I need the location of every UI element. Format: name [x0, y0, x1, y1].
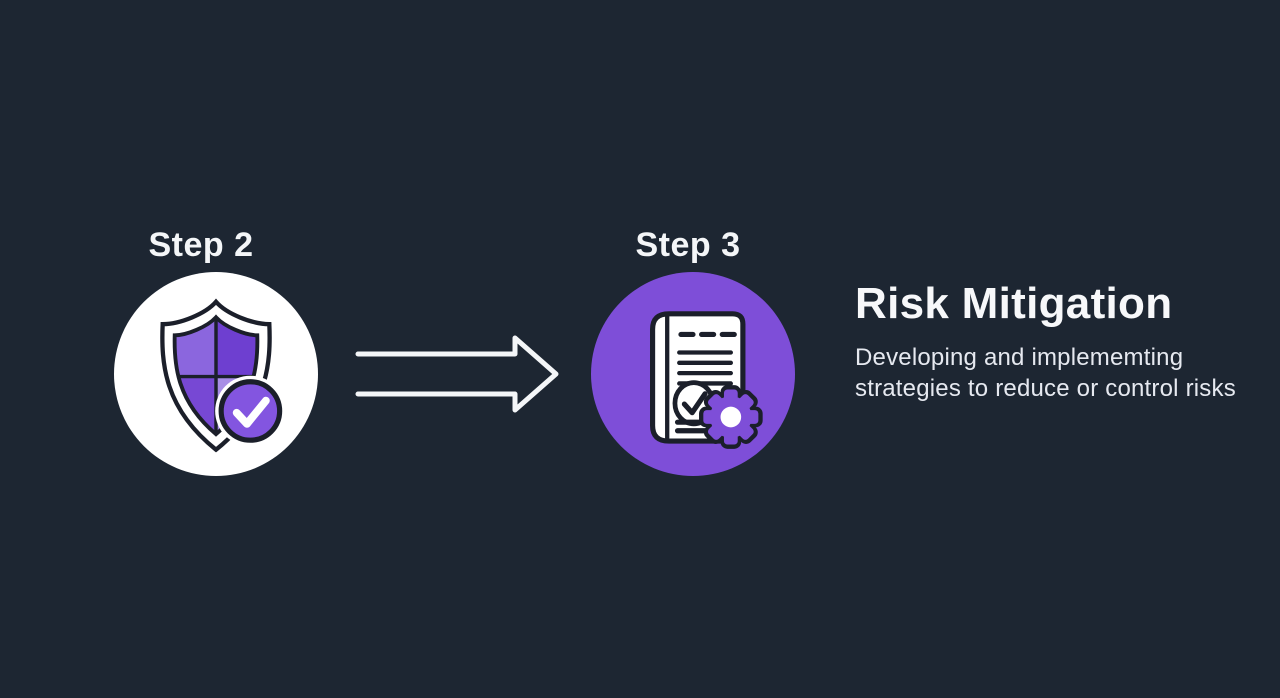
shield-check-icon [160, 298, 286, 453]
gear-icon [699, 385, 763, 449]
step-3-label: Step 3 [635, 226, 741, 264]
step-2-label: Step 2 [148, 226, 254, 264]
arrow-container [350, 330, 565, 420]
step-2-circle [114, 272, 318, 476]
detail-title: Risk Mitigation [855, 279, 1173, 328]
document-gear-icon [650, 311, 763, 449]
double-line-right-arrow-icon [355, 335, 559, 413]
step-3-circle [591, 272, 795, 476]
detail-description: Developing and implememting strategies t… [855, 344, 1236, 402]
